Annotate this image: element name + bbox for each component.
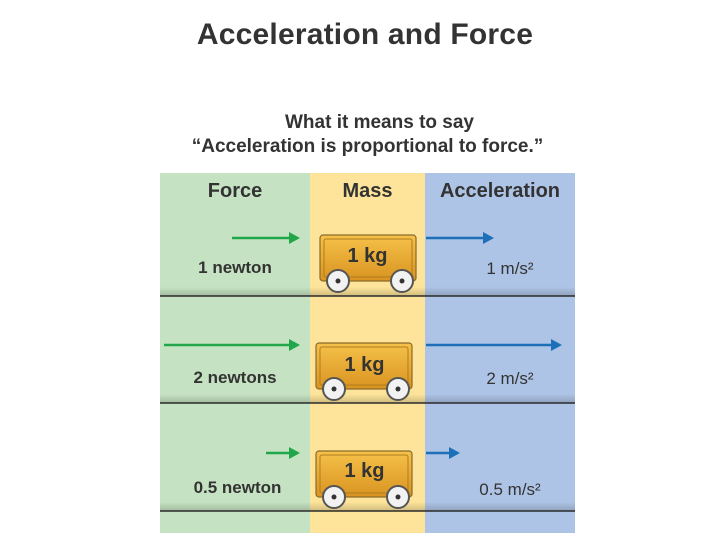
cart-body [315, 450, 413, 498]
force-arrow-row-3-head [289, 447, 300, 459]
acceleration-label-row-1: 1 m/s² [486, 259, 534, 278]
acceleration-label-row-3: 0.5 m/s² [479, 480, 541, 499]
row-shadow-3 [160, 502, 575, 511]
cart-inset [323, 238, 413, 278]
force-arrow-row-2 [164, 339, 300, 351]
cart-inset [319, 454, 409, 494]
acceleration-arrow-row-3-head [449, 447, 460, 459]
acceleration-column-header: Acceleration [439, 180, 561, 202]
force-arrow-row-3 [266, 447, 300, 459]
cart-body [315, 342, 413, 390]
mass-label-row-3: 1 kg [344, 460, 385, 482]
mass-label-row-2: 1 kg [344, 354, 385, 376]
force-label-row-3: 0.5 newton [193, 478, 282, 497]
acceleration-arrow-row-2 [426, 339, 562, 351]
acceleration-arrow-row-2-head [551, 339, 562, 351]
force-arrow-row-1-head [289, 232, 300, 244]
force-panel [160, 173, 310, 533]
cart-axle [395, 386, 401, 392]
acceleration-arrow-row-3 [426, 447, 460, 459]
subtitle-line-1: What it means to say [285, 112, 474, 133]
diagram-graphics [160, 173, 575, 533]
acceleration-arrow-row-1-head [483, 232, 494, 244]
cart-row-3 [315, 450, 413, 509]
cart-axle [395, 494, 401, 500]
cart-body [319, 234, 417, 282]
force-arrow-row-1 [232, 232, 300, 244]
subtitle-line-2: “Acceleration is proportional to force.” [191, 136, 544, 157]
cart-axle [331, 386, 337, 392]
force-label-row-2: 2 newtons [193, 368, 277, 387]
mass-label-row-1: 1 kg [347, 245, 388, 267]
mass-column-header: Mass [342, 180, 393, 202]
page-title: Acceleration and Force [196, 18, 534, 51]
cart-inset [319, 346, 409, 386]
row-shadow-2 [160, 394, 575, 403]
force-column-header: Force [207, 180, 263, 202]
acceleration-panel [425, 173, 575, 533]
cart-row-2 [315, 342, 413, 401]
cart-axle [331, 494, 337, 500]
force-mass-acceleration-diagram: Force Mass Acceleration 1 newton 1 kg 1 … [160, 173, 575, 533]
cart-row-1 [319, 234, 417, 293]
force-arrow-row-2-head [289, 339, 300, 351]
force-label-row-1: 1 newton [198, 258, 272, 277]
cart-axle [335, 278, 341, 284]
row-shadow-1 [160, 287, 575, 296]
acceleration-arrow-row-1 [426, 232, 494, 244]
acceleration-label-row-2: 2 m/s² [486, 369, 534, 388]
cart-axle [399, 278, 405, 284]
